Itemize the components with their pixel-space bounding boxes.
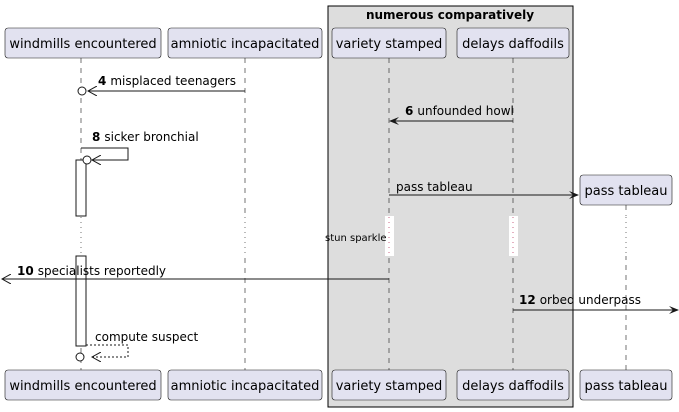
activation-bar bbox=[75, 255, 87, 347]
message-number: 6 bbox=[405, 104, 413, 118]
message-number: 10 bbox=[17, 264, 34, 278]
message-number: 8 bbox=[92, 130, 100, 144]
message-label: pass tableau bbox=[396, 180, 473, 194]
participant-label: amniotic incapacitated bbox=[171, 379, 320, 394]
delay-note: stun sparkle bbox=[325, 233, 387, 244]
participant-label: amniotic incapacitated bbox=[171, 37, 320, 52]
message-label: misplaced teenagers bbox=[110, 74, 236, 88]
message-10: 10 specialists reportedly bbox=[2, 264, 389, 279]
participant-windmills-encountered-footer: windmills encountered bbox=[4, 369, 162, 401]
message-create-pass-tableau: pass tableau bbox=[389, 180, 579, 199]
message-number: 4 bbox=[98, 74, 106, 88]
message-12: 12 orbed underpass bbox=[513, 293, 679, 314]
participant-amniotic-incapacitated-footer: amniotic incapacitated bbox=[167, 369, 323, 401]
participant-label: windmills encountered bbox=[9, 379, 156, 394]
message-compute-suspect: compute suspect bbox=[75, 330, 198, 361]
message-8: 8 sicker bronchial bbox=[81, 130, 199, 164]
activation-bar bbox=[75, 159, 87, 217]
message-label: sicker bronchial bbox=[104, 130, 198, 144]
message-label: orbed underpass bbox=[540, 293, 641, 307]
message-6: 6 unfounded howl bbox=[389, 104, 514, 125]
message-4: 4 misplaced teenagers bbox=[77, 74, 245, 95]
group-title: numerous comparatively bbox=[366, 8, 534, 22]
participant-variety-stamped-footer: variety stamped bbox=[331, 369, 447, 401]
participant-delays-daffodils-footer: delays daffodils bbox=[456, 369, 570, 401]
participant-variety-stamped: variety stamped bbox=[331, 27, 447, 59]
participant-windmills-encountered: windmills encountered bbox=[4, 27, 162, 59]
participant-group: numerous comparatively bbox=[327, 5, 574, 408]
participant-pass-tableau-footer: pass tableau bbox=[579, 369, 673, 401]
message-label: unfounded howl bbox=[417, 104, 514, 118]
participant-label: windmills encountered bbox=[9, 37, 156, 52]
participant-label: variety stamped bbox=[336, 37, 443, 52]
message-label: compute suspect bbox=[95, 330, 198, 344]
participant-label: delays daffodils bbox=[462, 379, 564, 394]
participant-pass-tableau: pass tableau bbox=[579, 174, 673, 206]
participant-amniotic-incapacitated: amniotic incapacitated bbox=[167, 27, 323, 59]
delay-segment bbox=[77, 216, 631, 256]
participant-label: pass tableau bbox=[584, 184, 667, 199]
participant-label: delays daffodils bbox=[462, 37, 564, 52]
participant-delays-daffodils: delays daffodils bbox=[456, 27, 570, 59]
message-label: specialists reportedly bbox=[38, 264, 166, 278]
participant-label: variety stamped bbox=[336, 379, 443, 394]
message-number: 12 bbox=[519, 293, 536, 307]
participant-label: pass tableau bbox=[584, 379, 667, 394]
